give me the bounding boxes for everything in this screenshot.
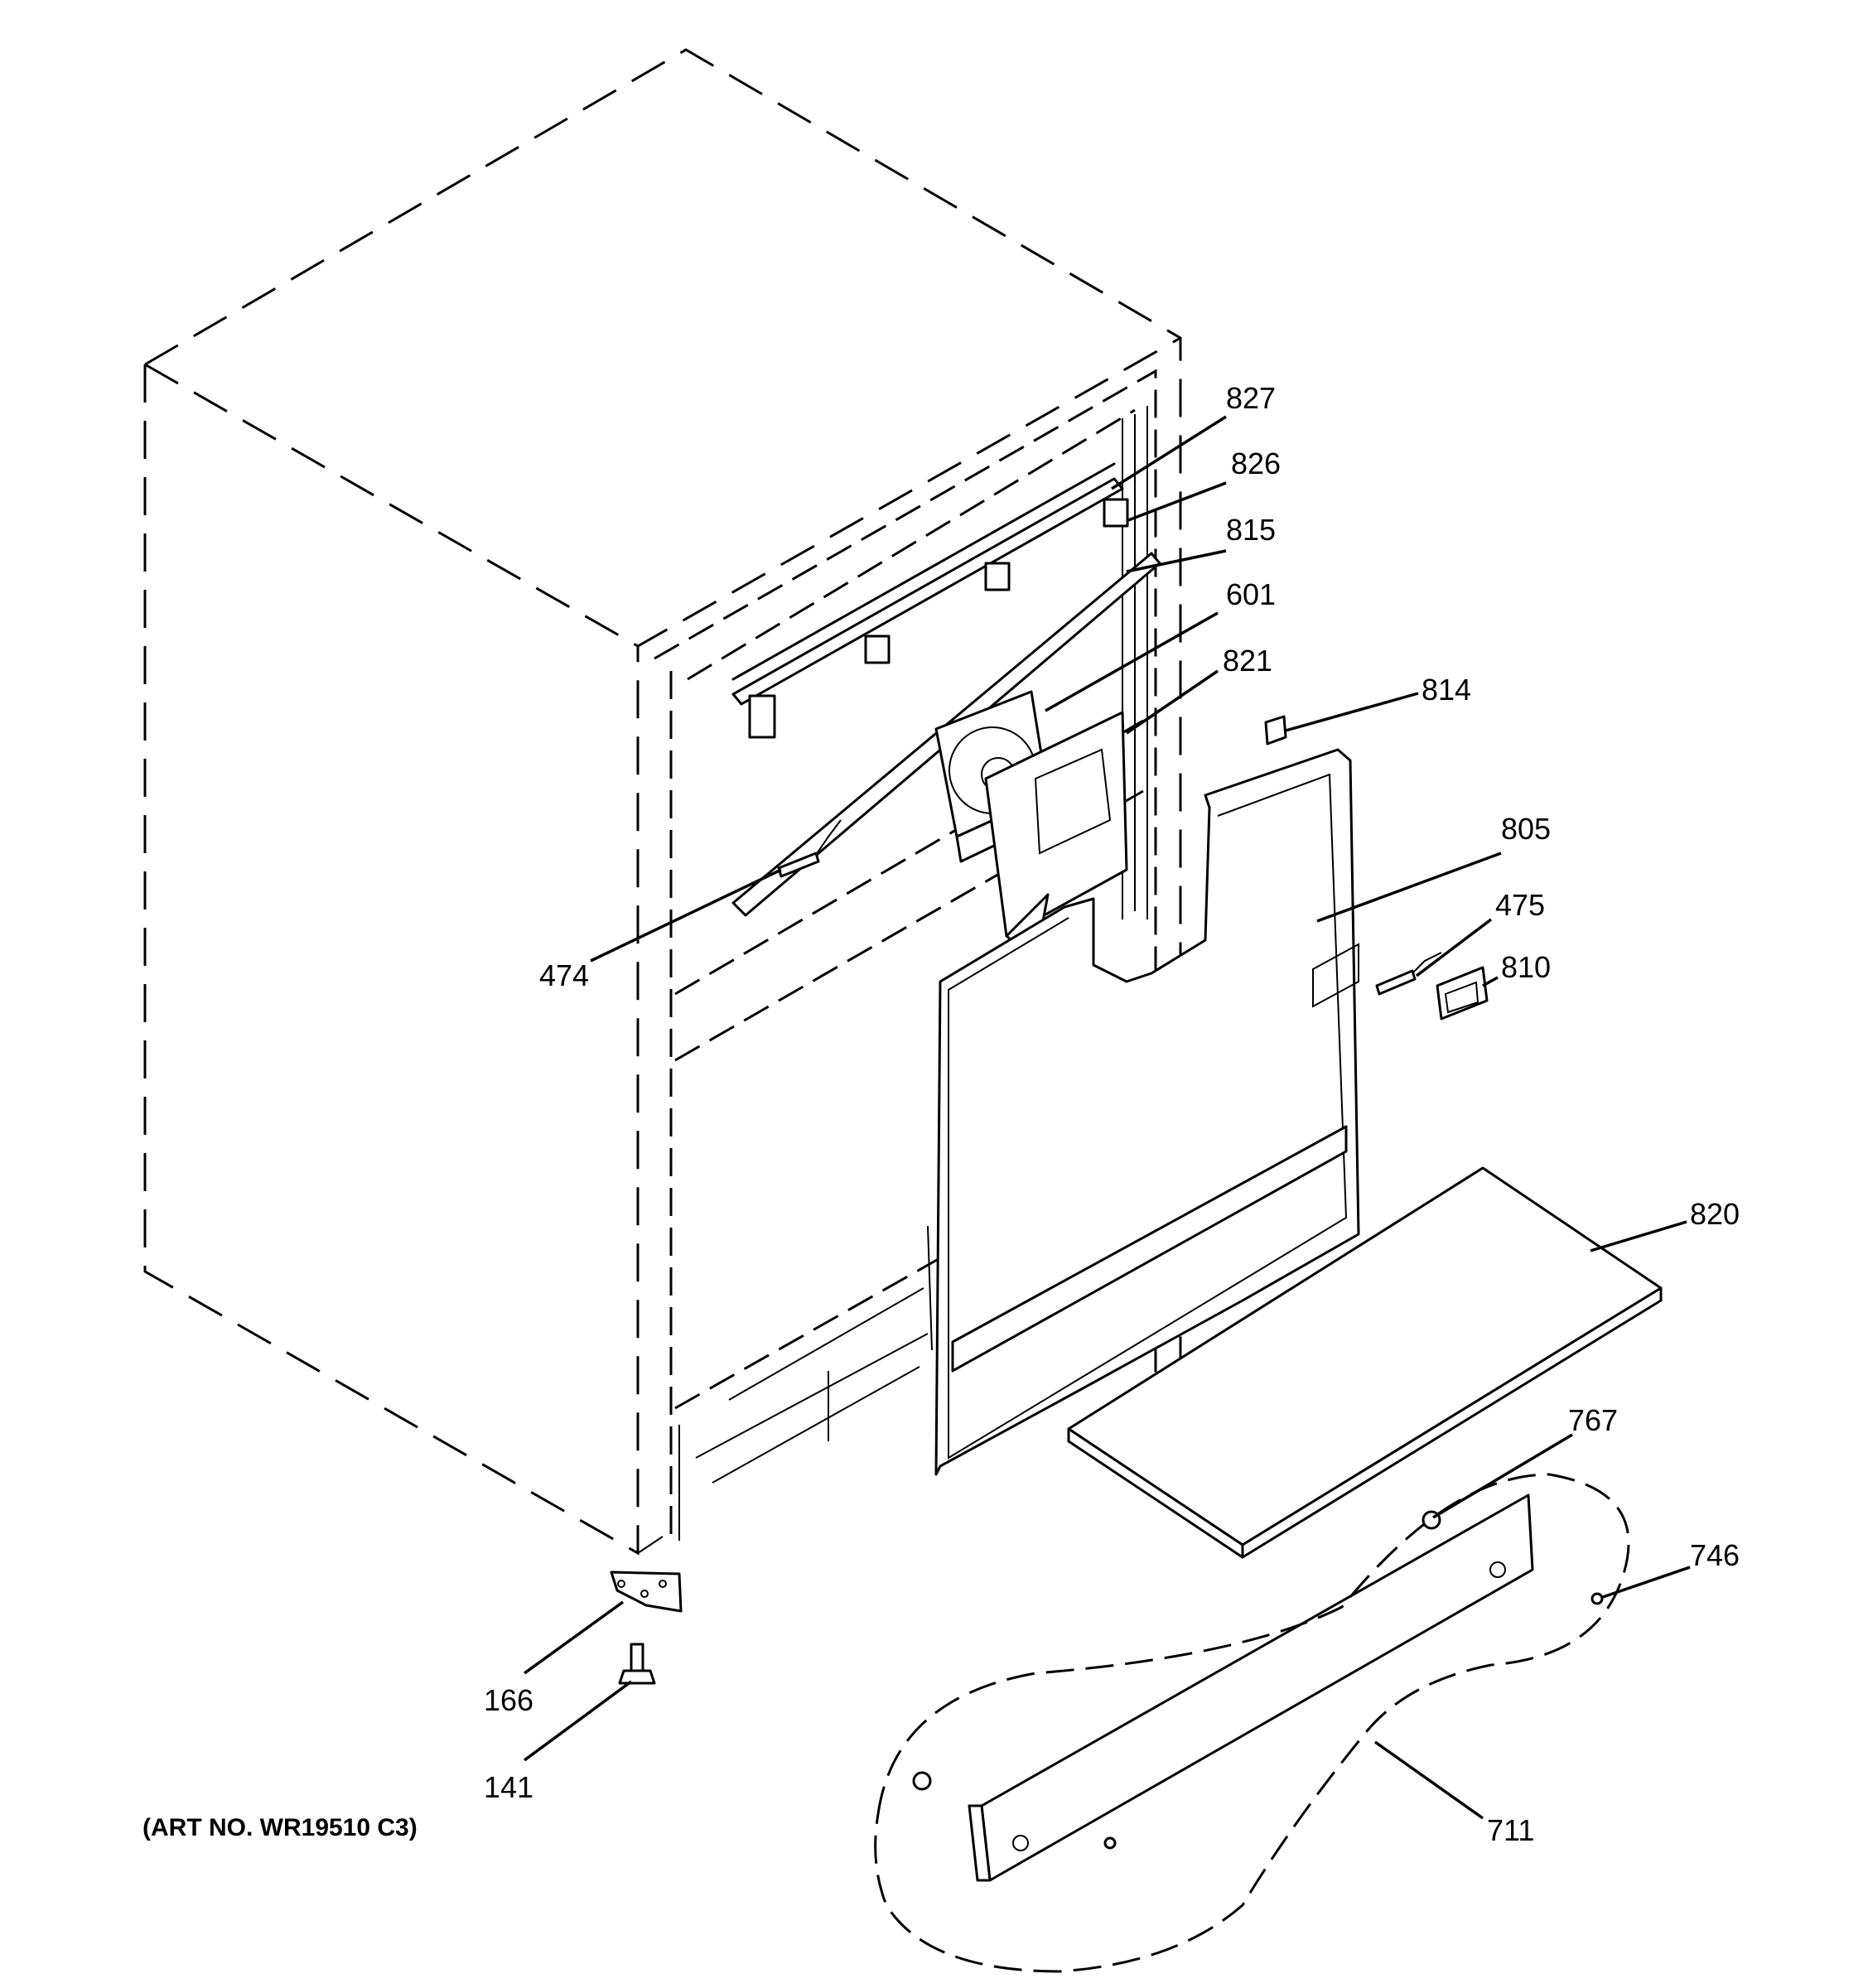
part-711-grille xyxy=(874,1473,1630,1973)
callout-814: 814 xyxy=(1422,673,1471,707)
callout-746: 746 xyxy=(1690,1538,1740,1572)
callout-805: 805 xyxy=(1501,812,1551,846)
part-805-cover xyxy=(934,748,1360,1476)
callout-821: 821 xyxy=(1223,644,1272,678)
callout-475: 475 xyxy=(1495,888,1545,922)
art-number: (ART NO. WR19510 C3) xyxy=(142,1814,418,1841)
part-746-screw xyxy=(1103,1592,1604,1850)
part-166-bracket xyxy=(610,1571,683,1613)
part-474-sensor xyxy=(777,819,842,878)
callout-474: 474 xyxy=(539,958,589,992)
callout-815: 815 xyxy=(1226,513,1276,547)
part-141-leveler xyxy=(618,1643,656,1685)
callout-767: 767 xyxy=(1568,1403,1618,1437)
callout-601: 601 xyxy=(1226,577,1276,611)
callout-141: 141 xyxy=(484,1770,533,1804)
callout-827: 827 xyxy=(1226,381,1276,415)
leader-lines xyxy=(523,415,1691,1820)
callout-810: 810 xyxy=(1501,950,1551,984)
part-475-sensor xyxy=(1375,952,1442,996)
part-826-clips xyxy=(748,498,1129,739)
callout-826: 826 xyxy=(1231,446,1281,480)
callout-711: 711 xyxy=(1487,1813,1534,1847)
part-810-switch xyxy=(1436,966,1489,1021)
part-820-shelf xyxy=(1067,1166,1663,1559)
callout-166: 166 xyxy=(484,1683,533,1717)
part-814 xyxy=(1264,715,1287,746)
callout-820: 820 xyxy=(1690,1197,1740,1231)
